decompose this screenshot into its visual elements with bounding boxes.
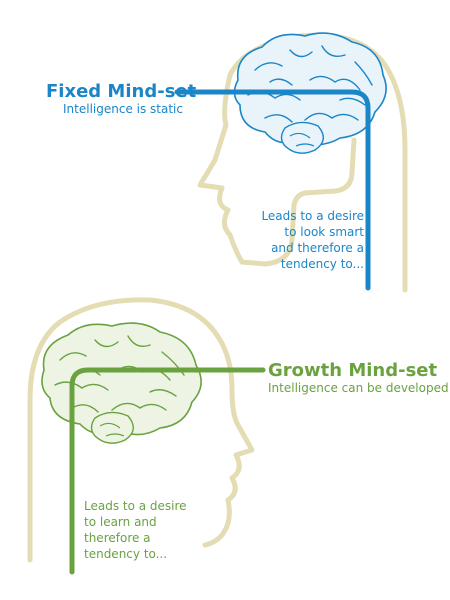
fixed-mindset-description: Leads to a desire to look smart and ther…: [236, 208, 364, 272]
fixed-description-line: to look smart: [284, 225, 364, 239]
growth-description-line: to learn and: [84, 515, 157, 529]
fixed-brain-icon: [233, 32, 387, 154]
growth-mindset-subtitle: Intelligence can be developed: [268, 381, 449, 395]
fixed-description-line: Leads to a desire: [261, 209, 364, 223]
fixed-mindset-title: Fixed Mind-set: [46, 81, 197, 102]
fixed-description-line: and therefore a: [271, 241, 364, 255]
growth-description-line: tendency to...: [84, 547, 168, 561]
growth-head-outline: [27, 297, 255, 563]
growth-connector-line: [69, 367, 266, 575]
growth-brain-icon: [41, 322, 202, 444]
fixed-head-outline-profile: [197, 72, 245, 265]
fixed-description-line: tendency to...: [280, 257, 364, 271]
fixed-connector-line: [174, 89, 371, 291]
growth-mindset-title: Growth Mind-set: [268, 360, 438, 381]
growth-description-line: Leads to a desire: [84, 499, 187, 513]
fixed-mindset-subtitle: Intelligence is static: [63, 102, 183, 116]
growth-mindset-description: Leads to a desire to learn and therefore…: [84, 498, 224, 562]
growth-description-line: therefore a: [84, 531, 151, 545]
fixed-head-outline: [239, 137, 357, 267]
